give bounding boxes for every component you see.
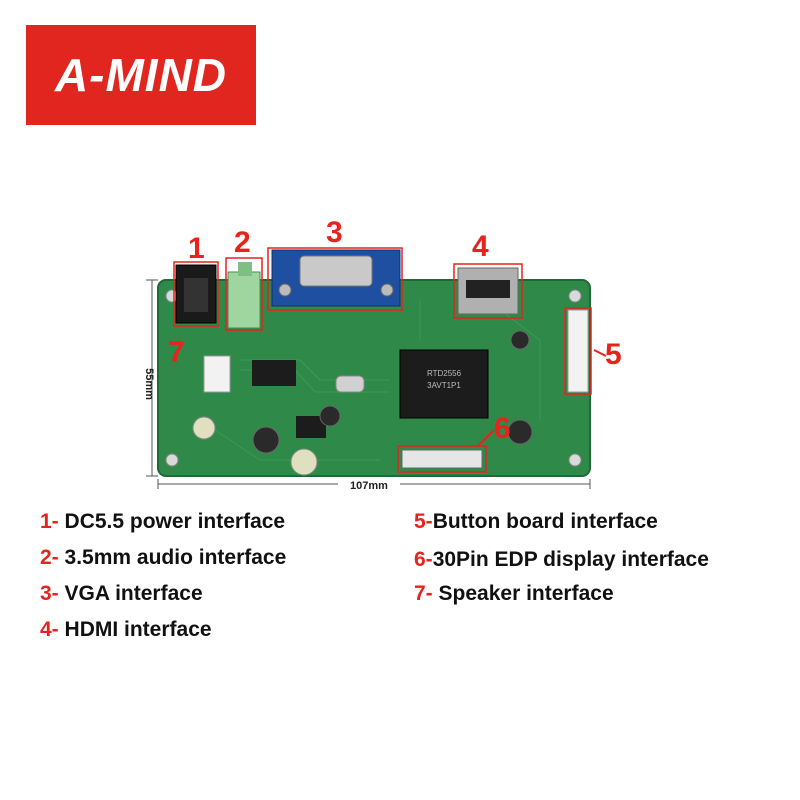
legend-item-1: 1- DC5.5 power interface	[40, 510, 285, 534]
legend-text: 3.5mm audio interface	[64, 546, 287, 569]
callout-3: 3	[326, 216, 343, 249]
callout-1: 1	[188, 232, 205, 265]
height-dimension: 55mm	[143, 368, 155, 400]
legend-item-2: 2- 3.5mm audio interface	[40, 546, 286, 570]
legend-text: Button board interface	[432, 510, 658, 533]
legend-num: 1-	[40, 510, 59, 533]
ic	[296, 416, 326, 438]
callout-5: 5	[605, 338, 622, 371]
callout-7: 7	[168, 336, 185, 369]
edp-connector	[401, 449, 483, 469]
capacitor	[290, 448, 318, 476]
callout-6: 6	[494, 412, 511, 445]
audio-jack	[227, 271, 261, 329]
legend-text: 30Pin EDP display interface	[432, 548, 709, 571]
legend-text: DC5.5 power interface	[64, 510, 286, 533]
legend-item-4: 4- HDMI interface	[40, 618, 212, 642]
brand-logo: A-MIND	[26, 25, 256, 125]
legend-item-6: 6-30Pin EDP display interface	[414, 548, 709, 572]
mount-hole	[568, 289, 582, 303]
capacitor	[192, 416, 216, 440]
legend-item-5: 5-Button board interface	[414, 510, 658, 534]
legend-item-3: 3- VGA interface	[40, 582, 203, 606]
brand-logo-text: A-MIND	[54, 49, 228, 101]
legend-num: 3-	[40, 582, 59, 605]
main-chip	[399, 349, 489, 419]
legend-num: 5-	[414, 510, 433, 533]
capacitor	[510, 330, 530, 350]
mount-hole	[165, 453, 179, 467]
callout-2: 2	[234, 226, 251, 259]
callout-4: 4	[472, 230, 489, 263]
legend-text: Speaker interface	[438, 582, 614, 605]
ic	[252, 360, 296, 386]
legend-text: VGA interface	[64, 582, 203, 605]
crystal	[335, 375, 365, 393]
chip-label-1: RTD2556	[427, 369, 462, 378]
legend-text: HDMI interface	[64, 618, 212, 641]
speaker-header	[203, 355, 231, 393]
capacitor	[507, 419, 533, 445]
legend-num: 6-	[414, 548, 433, 571]
legend-num: 4-	[40, 618, 59, 641]
legend-item-7: 7- Speaker interface	[414, 582, 614, 606]
chip-label-2: 3AVT1P1	[427, 381, 461, 390]
capacitor	[319, 405, 341, 427]
legend-num: 7-	[414, 582, 433, 605]
button-board-header	[567, 309, 589, 393]
capacitor	[252, 426, 280, 454]
width-dimension: 107mm	[350, 480, 388, 492]
mount-hole	[568, 453, 582, 467]
legend-num: 2-	[40, 546, 59, 569]
